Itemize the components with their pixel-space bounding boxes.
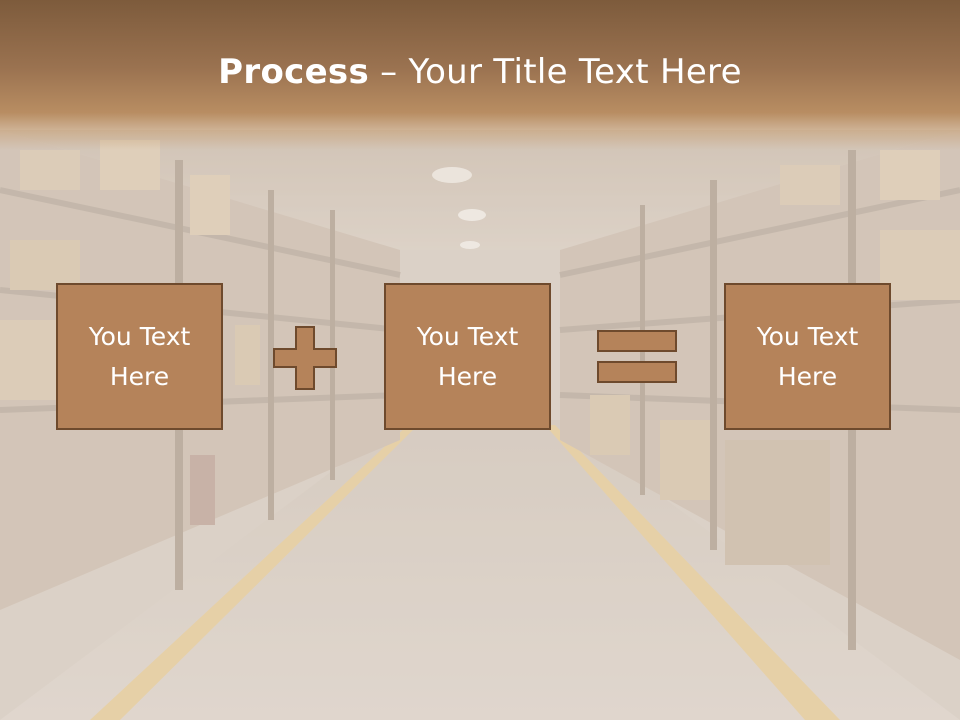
text-box-1[interactable]: You Text Here: [56, 283, 223, 430]
title-band: [0, 0, 960, 150]
text-box-2[interactable]: You Text Here: [384, 283, 551, 430]
slide-title[interactable]: Process – Your Title Text Here: [0, 52, 960, 92]
text-box-3-label: You Text Here: [756, 321, 859, 391]
plus-icon: [273, 326, 337, 390]
title-bold-text: Process: [218, 52, 370, 92]
text-box-3[interactable]: You Text Here: [724, 283, 891, 430]
equals-icon: [597, 330, 677, 383]
text-box-2-label: You Text Here: [416, 321, 519, 391]
text-box-1-label: You Text Here: [88, 321, 191, 391]
title-rest-text: – Your Title Text Here: [369, 52, 742, 92]
